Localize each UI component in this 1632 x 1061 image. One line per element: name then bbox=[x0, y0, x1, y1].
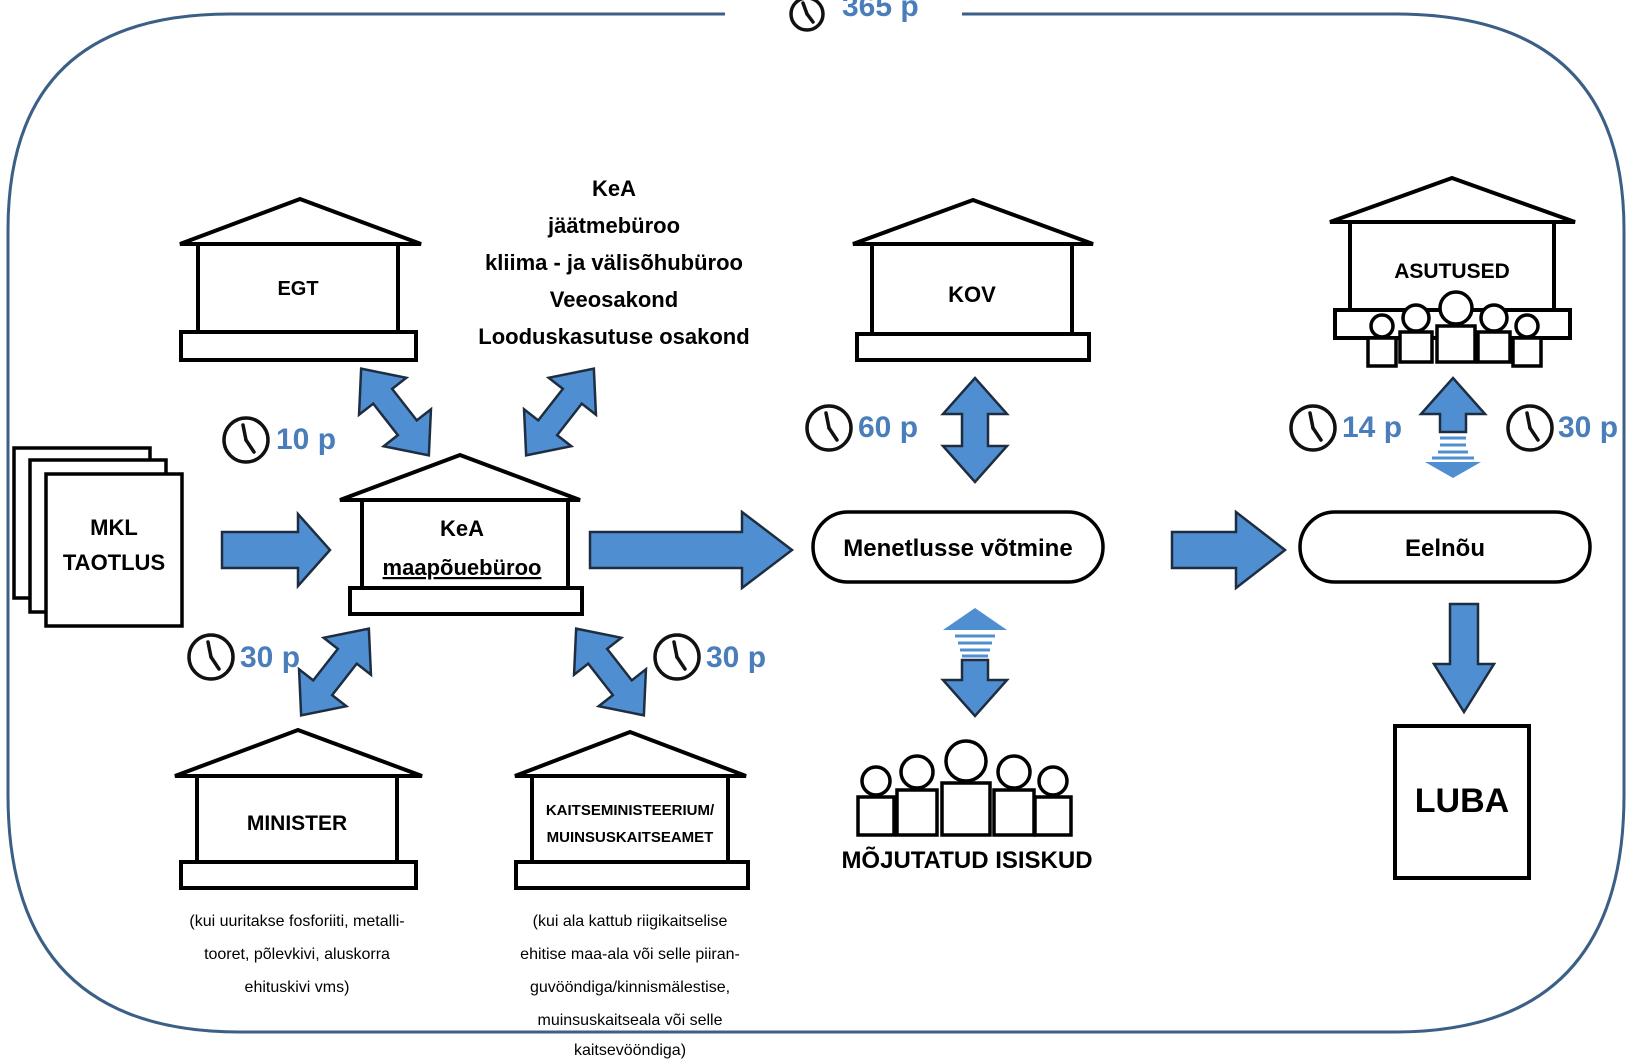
kaitse-note-line: ehitise maa-ala või selle piiran- bbox=[520, 946, 740, 963]
clock-icon bbox=[222, 416, 270, 464]
asutused-in-duration: 14 p bbox=[1342, 411, 1402, 444]
kaitse-note-line: (kui ala kattub riigikaitselise bbox=[533, 913, 728, 930]
kaitse-note-line: guvööndiga/kinnismälestise, bbox=[530, 979, 730, 996]
asutused-people-icon bbox=[1366, 290, 1543, 368]
application-label-line2: TAOTLUS bbox=[63, 550, 165, 575]
clock-icon bbox=[653, 633, 701, 681]
kaitse-note: (kui ala kattub riigikaitselise ehitise … bbox=[520, 913, 740, 1059]
minister-label: MINISTER bbox=[247, 812, 347, 835]
application-documents bbox=[12, 446, 184, 628]
clock-icon bbox=[1506, 404, 1554, 452]
arrow-bidirectional bbox=[357, 367, 433, 457]
luba-box bbox=[1393, 724, 1531, 880]
asutused-out-duration: 30 p bbox=[1558, 411, 1618, 444]
kea-center-label-line1: KeA bbox=[440, 516, 484, 541]
kov-duration: 60 p bbox=[858, 411, 918, 444]
arrow-right bbox=[220, 510, 332, 590]
kea-center-label-line2: maapõuebüroo bbox=[383, 555, 542, 580]
kaitse-duration: 30 p bbox=[706, 641, 766, 674]
kea-departments-line: kliima - ja välisõhubüroo bbox=[485, 250, 743, 275]
arrow-right bbox=[588, 509, 795, 591]
arrow-bidirectional bbox=[572, 627, 648, 717]
arrow-bidirectional bbox=[297, 627, 373, 717]
egt-duration: 10 p bbox=[276, 423, 336, 456]
arrow-bidirectional bbox=[940, 376, 1010, 484]
affected-label: MÕJUTATUD ISISKUD bbox=[841, 846, 1092, 874]
minister-note-line: (kui uuritakse fosforiiti, metalli- bbox=[189, 913, 404, 930]
minister-note: (kui uuritakse fosforiiti, metalli- toor… bbox=[189, 913, 404, 996]
arrow-right bbox=[1170, 509, 1288, 591]
kea-departments-list: KeA jäätmebüroo kliima - ja välisõhubüro… bbox=[478, 176, 749, 349]
kaitse-note-line: kaitsevööndiga) bbox=[574, 1042, 686, 1059]
kea-departments-line: Veeosakond bbox=[550, 287, 678, 312]
arrow-bidirectional bbox=[940, 608, 1010, 718]
menetlus-oval bbox=[811, 510, 1105, 584]
clock-icon bbox=[789, 0, 825, 32]
kov-building bbox=[852, 197, 1094, 362]
kaitse-label-line1: KAITSEMINISTEERIUM/ bbox=[546, 802, 715, 819]
arrow-bidirectional bbox=[1418, 376, 1488, 478]
menetlus-label: Menetlusse võtmine bbox=[843, 535, 1072, 562]
egt-label: EGT bbox=[277, 278, 318, 300]
total-duration-label: 365 p bbox=[842, 0, 919, 23]
kea-maapoue-building bbox=[339, 452, 584, 616]
asutused-label: ASUTUSED bbox=[1394, 260, 1510, 283]
minister-note-line: tooret, põlevkivi, aluskorra bbox=[204, 946, 390, 963]
application-label-line1: MKL bbox=[90, 515, 138, 540]
clock-icon bbox=[805, 404, 853, 452]
arrow-bidirectional bbox=[522, 367, 598, 457]
process-frame bbox=[6, 12, 1626, 1034]
kaitse-building bbox=[514, 729, 750, 890]
kov-label: KOV bbox=[948, 282, 996, 307]
kea-departments-line: Looduskasutuse osakond bbox=[478, 324, 749, 349]
kaitse-label-line2: MUINSUSKAITSEAMET bbox=[547, 829, 714, 846]
kea-departments-line: jäätmebüroo bbox=[547, 213, 680, 238]
egt-building bbox=[179, 196, 422, 362]
kaitse-note-line: muinsuskaitseala või selle bbox=[538, 1012, 723, 1029]
minister-duration: 30 p bbox=[240, 641, 300, 674]
clock-icon bbox=[1289, 404, 1337, 452]
minister-building bbox=[174, 727, 423, 890]
arrow-down bbox=[1431, 602, 1497, 715]
eelnou-oval bbox=[1298, 510, 1592, 584]
clock-icon bbox=[187, 633, 235, 681]
kea-departments-line: KeA bbox=[592, 176, 636, 201]
eelnou-label: Eelnõu bbox=[1405, 535, 1485, 562]
minister-note-line: ehituskivi vms) bbox=[245, 979, 350, 996]
affected-people-icon bbox=[856, 739, 1073, 837]
luba-label: LUBA bbox=[1415, 782, 1509, 820]
